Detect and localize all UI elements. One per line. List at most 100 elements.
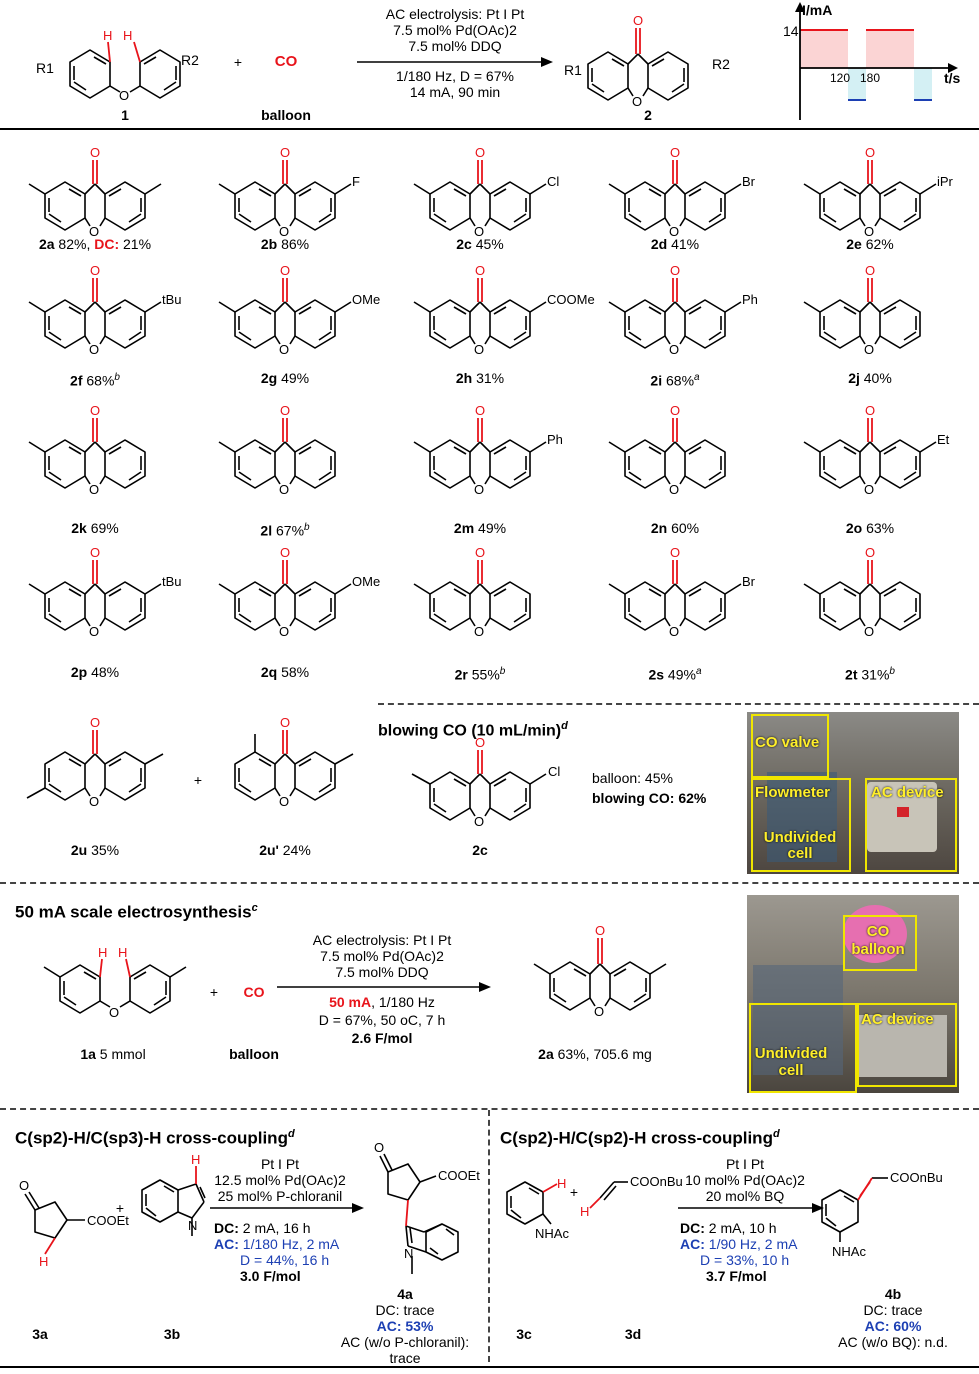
svg-text:O: O bbox=[90, 403, 100, 418]
balloon-label: balloon bbox=[261, 107, 311, 123]
row5-plus: + bbox=[193, 772, 203, 788]
label-2a: 2a 82%, DC: 21% bbox=[38, 236, 152, 252]
substituent-2p: tBu bbox=[162, 574, 182, 589]
xanthone-2u-prime: OO bbox=[234, 715, 354, 809]
diaryl-ether-1a: H H O bbox=[43, 945, 187, 1020]
svg-text:O: O bbox=[475, 263, 485, 278]
r2-label-product: R2 bbox=[712, 56, 730, 72]
svg-text:O: O bbox=[864, 224, 874, 239]
scale-arrow bbox=[277, 982, 491, 992]
svg-text:O: O bbox=[89, 224, 99, 239]
label-3a: 3a bbox=[32, 1326, 48, 1342]
substituent-2s: Br bbox=[742, 574, 756, 589]
svg-text:H: H bbox=[557, 1176, 566, 1191]
svg-text:O: O bbox=[594, 1004, 604, 1019]
label-3b: 3b bbox=[163, 1326, 181, 1342]
svg-text:H: H bbox=[580, 1204, 589, 1219]
svg-text:H: H bbox=[191, 1152, 200, 1167]
cc2-result-dc: DC: trace bbox=[863, 1302, 923, 1318]
svg-text:NHAc: NHAc bbox=[535, 1226, 569, 1241]
cond-line-1: AC electrolysis: Pt I Pt bbox=[385, 6, 525, 22]
xanthone-2a-scale: OO bbox=[533, 923, 667, 1019]
xanthone-product-2: O O bbox=[587, 13, 689, 109]
svg-text:O: O bbox=[669, 482, 679, 497]
acetanilide-3c: H NHAc bbox=[506, 1176, 569, 1241]
photo-blowing-setup: CO valve Flowmeter Undivided cell AC dev… bbox=[747, 712, 959, 874]
svg-text:O: O bbox=[90, 145, 100, 160]
r1-label-product: R1 bbox=[564, 62, 582, 78]
ac-waveform bbox=[795, 2, 958, 120]
scale-cond-5: D = 67%, 50 oC, 7 h bbox=[318, 1012, 446, 1028]
cond-line-2: 7.5 mol% Pd(OAc)2 bbox=[393, 22, 517, 38]
ybox-flowmeter bbox=[751, 778, 851, 872]
label-2a-scale: 2a 63%, 705.6 mg bbox=[538, 1046, 652, 1062]
xanthone-2j: OO bbox=[803, 263, 921, 357]
cc1-plus: + bbox=[115, 1200, 125, 1216]
svg-text:O: O bbox=[670, 263, 680, 278]
cc1-result-ac: AC: 53% bbox=[376, 1318, 434, 1334]
label-4a: 4a bbox=[397, 1286, 413, 1302]
scale-plus: + bbox=[209, 984, 219, 1000]
label-2f: 2f 68%b bbox=[70, 372, 120, 389]
substituent-2q: OMe bbox=[352, 574, 380, 589]
label-co-balloon: CO balloon bbox=[851, 923, 905, 958]
substituent-2b: F bbox=[352, 174, 360, 189]
label-2o: 2o 63% bbox=[845, 520, 895, 536]
waveform-xtick-120: 120 bbox=[830, 71, 851, 85]
svg-text:COOnBu: COOnBu bbox=[630, 1174, 683, 1189]
scale-cond-6: 2.6 F/mol bbox=[351, 1030, 413, 1046]
ketoester-3a: O COOEt H bbox=[19, 1178, 129, 1269]
label-2q: 2q 58% bbox=[260, 664, 310, 680]
label-2k: 2k 69% bbox=[71, 520, 119, 536]
cc1-ac2: D = 44%, 16 h bbox=[240, 1252, 330, 1268]
svg-text:O: O bbox=[280, 263, 290, 278]
photo-scale-setup: CO balloon AC device Undivided cell bbox=[747, 895, 959, 1093]
label-3c: 3c bbox=[516, 1326, 532, 1342]
svg-text:O: O bbox=[864, 342, 874, 357]
label-ac-device-1: AC device bbox=[871, 784, 944, 801]
cond-line-5: 14 mA, 90 min bbox=[409, 84, 501, 100]
xanthone-2n: OO bbox=[608, 403, 726, 497]
cc2-arrow bbox=[678, 1203, 824, 1213]
xanthone-2t: OO bbox=[803, 545, 921, 639]
svg-text:O: O bbox=[89, 624, 99, 639]
scale-cond-4: 50 mA, 1/180 Hz bbox=[329, 994, 435, 1010]
product-4a: O COOEt N bbox=[374, 1140, 480, 1274]
substituent-2f: tBu bbox=[162, 292, 182, 307]
label-2r: 2r 55%b bbox=[454, 666, 506, 683]
svg-text:H: H bbox=[39, 1254, 48, 1269]
scale-balloon: balloon bbox=[229, 1046, 279, 1062]
svg-text:O: O bbox=[669, 342, 679, 357]
substituent-2o: Et bbox=[937, 432, 950, 447]
substituent-2d: Br bbox=[742, 174, 756, 189]
svg-text:O: O bbox=[670, 545, 680, 560]
svg-text:O: O bbox=[474, 224, 484, 239]
svg-text:O: O bbox=[89, 794, 99, 809]
svg-text:O: O bbox=[864, 482, 874, 497]
label-undivided-cell: Undivided cell bbox=[763, 829, 837, 862]
compound-1-label: 1 bbox=[121, 107, 129, 123]
waveform-xlabel: t/s bbox=[944, 70, 961, 86]
compound-2-label: 2 bbox=[644, 107, 652, 123]
cond-line-4: 1/180 Hz, D = 67% bbox=[396, 68, 514, 84]
label-2c-blowing: 2c bbox=[472, 842, 488, 858]
svg-text:COOnBu: COOnBu bbox=[890, 1170, 943, 1185]
svg-text:O: O bbox=[280, 403, 290, 418]
svg-text:O: O bbox=[280, 545, 290, 560]
cc1-result-dc: DC: trace bbox=[375, 1302, 435, 1318]
svg-text:O: O bbox=[633, 13, 643, 28]
cond-line-3: 7.5 mol% DDQ bbox=[408, 38, 502, 54]
xanthone-2o: OOEt bbox=[803, 403, 950, 497]
substituent-2i: Ph bbox=[742, 292, 758, 307]
label-2l: 2l 67%b bbox=[260, 522, 310, 539]
svg-text:O: O bbox=[474, 482, 484, 497]
cc2-faraday: 3.7 F/mol bbox=[706, 1268, 767, 1284]
svg-text:O: O bbox=[865, 263, 875, 278]
svg-text:O: O bbox=[632, 94, 642, 109]
svg-text:H: H bbox=[103, 28, 112, 43]
diaryl-ether-1: H H O bbox=[69, 28, 181, 103]
svg-text:O: O bbox=[670, 145, 680, 160]
label-2u-prime: 2u' 24% bbox=[259, 842, 311, 858]
